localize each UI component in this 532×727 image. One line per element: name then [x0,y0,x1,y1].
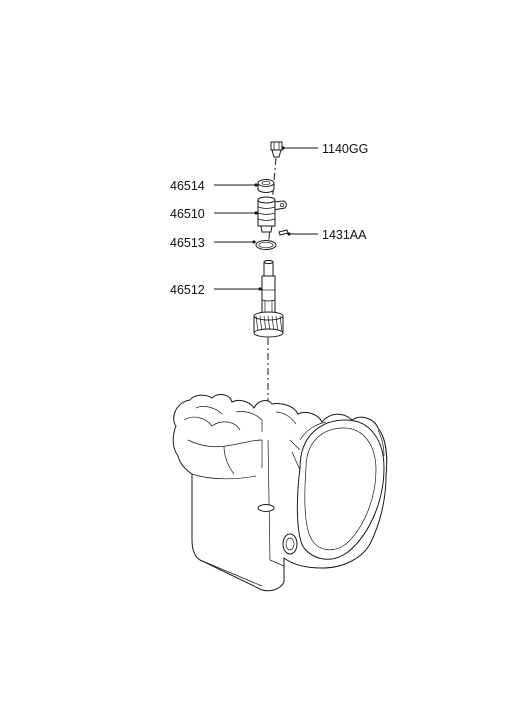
leader-dot-46512 [258,287,262,291]
sleeve-46510[interactable] [257,196,287,233]
callout-46510[interactable]: 46510 [170,207,205,221]
callout-1431aa[interactable]: 1431AA [322,228,367,242]
callout-1140gg[interactable]: 1140GG [322,142,368,156]
bolt-1140gg[interactable] [270,141,283,158]
callout-46513[interactable]: 46513 [170,236,205,250]
gear-shaft-46512[interactable] [253,259,284,338]
pin-1431aa[interactable] [278,229,289,236]
leader-dot-46514 [254,183,258,187]
leader-dot-1140gg [281,146,285,150]
o-ring-46513[interactable] [255,240,277,250]
seal-46514[interactable] [257,179,275,193]
leader-dot-46513 [252,240,256,244]
leader-dot-1431aa [287,232,291,236]
leader-dot-46510 [254,211,258,215]
transaxle-case [172,394,388,592]
callout-46512[interactable]: 46512 [170,283,205,297]
callout-46514[interactable]: 46514 [170,179,205,193]
